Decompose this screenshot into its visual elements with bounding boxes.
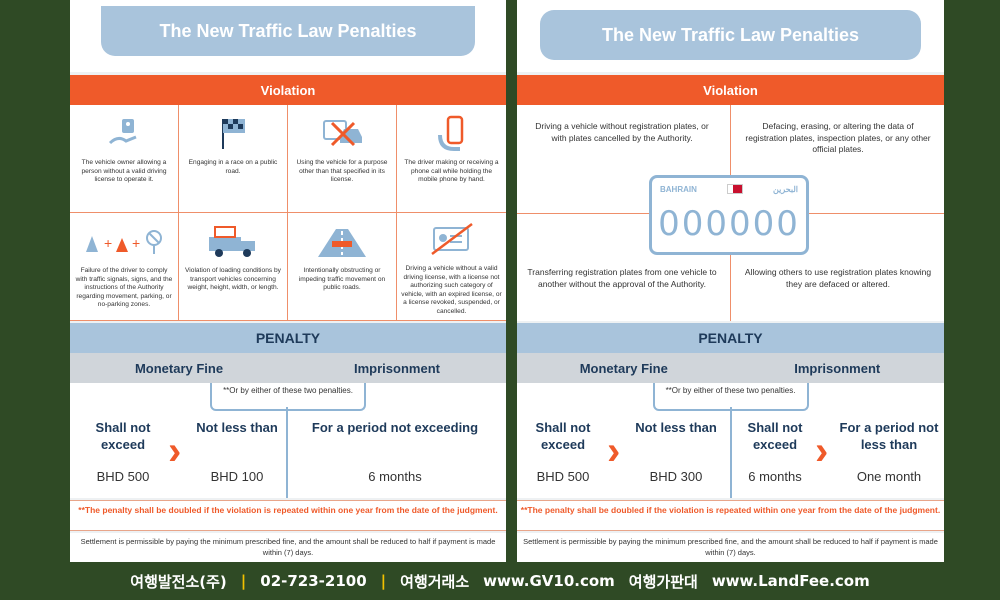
right-infographic: The New Traffic Law Penalties Violation …: [517, 0, 944, 562]
violation-text: Engaging in a race on a public road.: [188, 159, 278, 175]
title-pill: The New Traffic Law Penalties: [101, 6, 475, 56]
violation-text: Defacing, erasing, or altering the data …: [745, 121, 931, 154]
svg-text:+: +: [104, 235, 112, 251]
penalty-subheader: Monetary Fine Imprisonment: [517, 353, 944, 383]
jail-max-value: 6 months: [748, 469, 802, 484]
road-signs-icon: ++: [84, 219, 164, 263]
fine-min-label: Not less than: [635, 420, 717, 435]
checkered-flag-icon: [213, 111, 253, 155]
violation-text: Transferring registration plates from on…: [527, 267, 717, 289]
hand-phone-icon: [432, 111, 472, 155]
penalty-details: **Or by either of these two penalties. S…: [70, 383, 506, 498]
plate-number: 000000: [658, 204, 800, 244]
footer-link-landfee[interactable]: www.LandFee.com: [711, 572, 870, 590]
violation-text: Driving a vehicle without a valid drivin…: [401, 265, 502, 315]
violation-cell: The vehicle owner allowing a person with…: [70, 105, 179, 213]
plate-country: BAHRAIN: [660, 184, 697, 194]
jail-max-label: Shall not exceed: [747, 420, 803, 452]
page-frame: The New Traffic Law Penalties Violation …: [70, 0, 944, 562]
footer-company: 여행발전소(주): [130, 572, 227, 591]
violation-text: Violation of loading conditions by trans…: [185, 267, 281, 291]
violation-text: Intentionally obstructing or impeding tr…: [298, 267, 386, 291]
chevron-right-icon: ›: [168, 429, 182, 473]
footer-separator: |: [240, 572, 247, 590]
left-infographic: The New Traffic Law Penalties Violation …: [70, 0, 506, 562]
fine-min-label: Not less than: [196, 420, 278, 435]
license-plate-illustration: BAHRAIN البحرين 000000: [649, 175, 809, 255]
fine-max-label: Shall not exceed: [535, 420, 591, 452]
violation-text: The vehicle owner allowing a person with…: [81, 159, 167, 183]
plate-arabic: البحرين: [773, 184, 798, 194]
violation-grid: The vehicle owner allowing a person with…: [70, 105, 506, 321]
violation-cell: The driver making or receiving a phone c…: [397, 105, 506, 213]
jail-label: For a period not exceeding: [311, 420, 479, 435]
penalty-header: PENALTY: [517, 323, 944, 353]
violation-cell: Using the vehicle for a purpose other th…: [288, 105, 397, 213]
violation-header: Violation: [517, 75, 944, 105]
penalty-header: PENALTY: [70, 323, 506, 353]
violation-cell: Intentionally obstructing or impeding tr…: [288, 213, 397, 321]
monetary-fine-label: Monetary Fine: [134, 360, 224, 376]
doubled-note: **The penalty shall be doubled if the vi…: [517, 500, 944, 531]
monetary-fine-label: Monetary Fine: [579, 360, 668, 376]
doubled-note: **The penalty shall be doubled if the vi…: [70, 500, 506, 531]
bahrain-flag-icon: [726, 184, 743, 194]
blocked-road-icon: [314, 219, 370, 263]
violation-text: The driver making or receiving a phone c…: [404, 159, 499, 183]
jail-min-label: For a period not less than: [839, 420, 939, 452]
penalty-details: **Or by either of these two penalties. S…: [517, 383, 944, 498]
footer-link-gv10[interactable]: www.GV10.com: [483, 572, 615, 590]
imprisonment-label: Imprisonment: [354, 360, 440, 376]
settlement-note: Settlement is permissible by paying the …: [70, 533, 506, 562]
crossed-license-icon: [428, 219, 476, 261]
plate-header: BAHRAIN البحرين: [660, 184, 798, 194]
settlement-note: Settlement is permissible by paying the …: [517, 533, 944, 562]
chevron-right-icon: ›: [607, 429, 621, 473]
either-note: **Or by either of these two penalties.: [652, 383, 809, 411]
hand-car-key-icon: [104, 111, 144, 155]
violation-text: Using the vehicle for a purpose other th…: [296, 159, 388, 183]
fine-max-value: BHD 500: [96, 469, 150, 484]
plate-violation-grid: Driving a vehicle without registration p…: [517, 105, 944, 321]
violation-text: Failure of the driver to comply with tra…: [75, 267, 173, 308]
violation-text: Allowing others to use registration plat…: [744, 267, 932, 289]
title-area: The New Traffic Law Penalties: [517, 0, 944, 72]
crossed-car-icon: [318, 111, 366, 155]
footer-board: 여행가판대: [628, 572, 698, 591]
violation-header: Violation: [70, 75, 506, 105]
violation-cell: Violation of loading conditions by trans…: [179, 213, 288, 321]
imprisonment-label: Imprisonment: [794, 360, 881, 376]
column-divider: [730, 407, 732, 498]
jail-min-value: One month: [856, 469, 922, 484]
page-title: The New Traffic Law Penalties: [159, 20, 417, 41]
fine-min-value: BHD 100: [210, 469, 264, 484]
violation-cell: Engaging in a race on a public road.: [179, 105, 288, 213]
footer-phone[interactable]: 02-723-2100: [260, 572, 367, 590]
footer-exchange: 여행거래소: [400, 572, 470, 591]
fine-max-value: BHD 500: [536, 469, 590, 484]
title-area: The New Traffic Law Penalties: [70, 0, 506, 72]
footer-separator: |: [380, 572, 387, 590]
page-title: The New Traffic Law Penalties: [601, 24, 860, 45]
jail-value: 6 months: [368, 469, 422, 484]
chevron-right-icon: ›: [815, 429, 829, 473]
title-pill: The New Traffic Law Penalties: [540, 10, 921, 60]
footer-bar: 여행발전소(주) | 02-723-2100 | 여행거래소 www.GV10.…: [0, 562, 1000, 600]
fine-min-value: BHD 300: [649, 469, 703, 484]
svg-text:+: +: [132, 235, 140, 251]
loaded-truck-icon: [205, 219, 261, 263]
penalty-subheader: Monetary Fine Imprisonment: [70, 353, 506, 383]
violation-text: Driving a vehicle without registration p…: [535, 121, 709, 143]
either-note: **Or by either of these two penalties.: [210, 383, 366, 411]
violation-cell: ++ Failure of the driver to comply with …: [70, 213, 179, 321]
fine-max-label: Shall not exceed: [95, 420, 151, 452]
column-divider: [286, 407, 288, 498]
violation-cell: Driving a vehicle without a valid drivin…: [397, 213, 506, 321]
